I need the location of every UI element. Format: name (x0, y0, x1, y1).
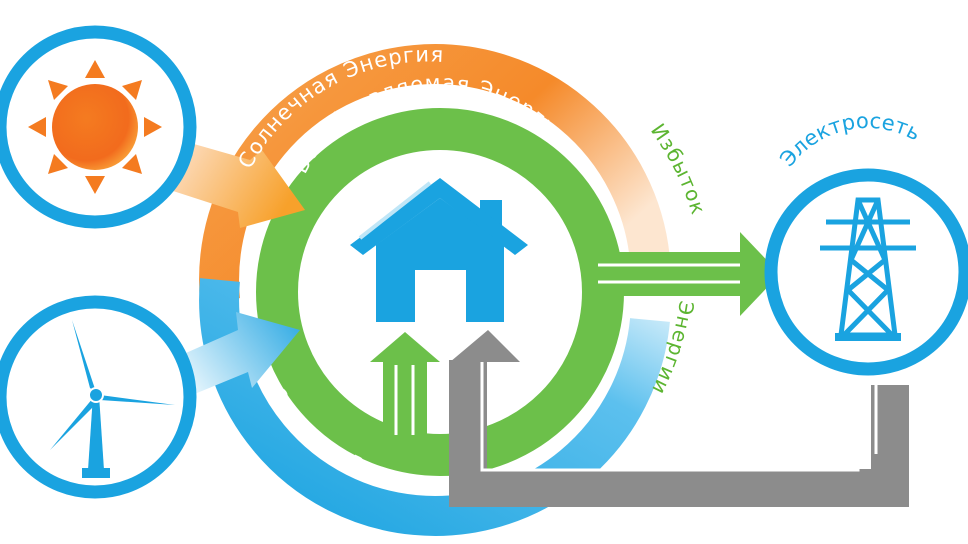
renewable-energy-ring (256, 108, 624, 476)
sun-icon (28, 60, 162, 194)
wind-source (0, 295, 197, 499)
grid-destination (764, 168, 968, 376)
power-tower-icon (820, 197, 916, 341)
house-icon (350, 178, 528, 322)
sun-beam (170, 140, 305, 228)
wind-turbine-icon (50, 320, 175, 478)
sun-source (0, 25, 197, 229)
wind-energy-arc (199, 278, 670, 536)
surplus-arrow (595, 232, 780, 316)
grid-label: Электросеть (775, 109, 924, 171)
grid-to-house-arrow (449, 330, 909, 507)
wind-beam (170, 312, 300, 400)
renewable-to-house-arrow (370, 332, 440, 435)
